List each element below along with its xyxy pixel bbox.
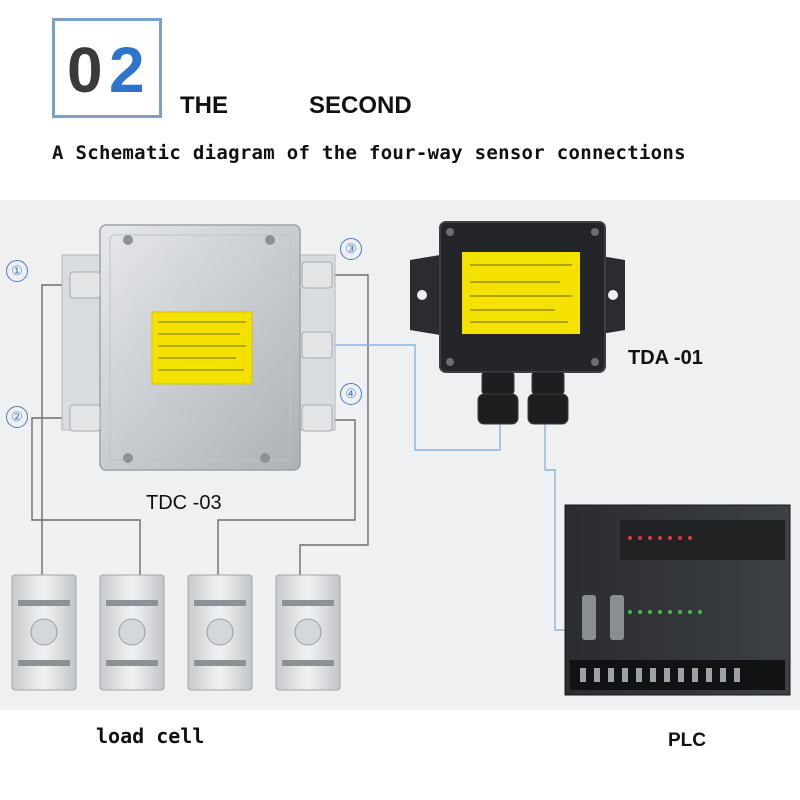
wire-port-4 — [217, 419, 356, 580]
load-cell-4 — [275, 574, 341, 691]
diagram-subtitle: A Schematic diagram of the four-way sens… — [52, 142, 686, 164]
wire-port-2 — [31, 417, 141, 580]
port-marker-3: ③ — [340, 238, 362, 260]
port-marker-1: ① — [6, 260, 28, 282]
heading-the: THE — [180, 92, 228, 119]
plc-unit — [564, 504, 791, 696]
section-number-first: 0 — [67, 34, 103, 106]
transmitter-label: TDA -01 — [628, 347, 703, 369]
transmitter-box — [410, 221, 625, 425]
load-cell-label: load cell — [96, 724, 205, 748]
load-cell-3 — [187, 574, 253, 691]
plc-label: PLC — [668, 730, 706, 751]
wire-port-1 — [41, 284, 65, 580]
heading-second: SECOND — [309, 92, 412, 119]
port-marker-2: ② — [6, 406, 28, 428]
load-cell-1 — [11, 574, 77, 691]
wire-port-3 — [299, 274, 369, 580]
junction-box — [61, 224, 336, 471]
wire-box-to-transmitter — [330, 344, 501, 451]
load-cell-2 — [99, 574, 165, 691]
section-number-box: 0 2 — [52, 18, 162, 118]
port-marker-4: ④ — [340, 383, 362, 405]
load-cells — [11, 574, 341, 691]
junction-box-label: TDC -03 — [146, 492, 222, 514]
section-number-second: 2 — [109, 34, 145, 106]
sensor-wires — [31, 274, 369, 580]
